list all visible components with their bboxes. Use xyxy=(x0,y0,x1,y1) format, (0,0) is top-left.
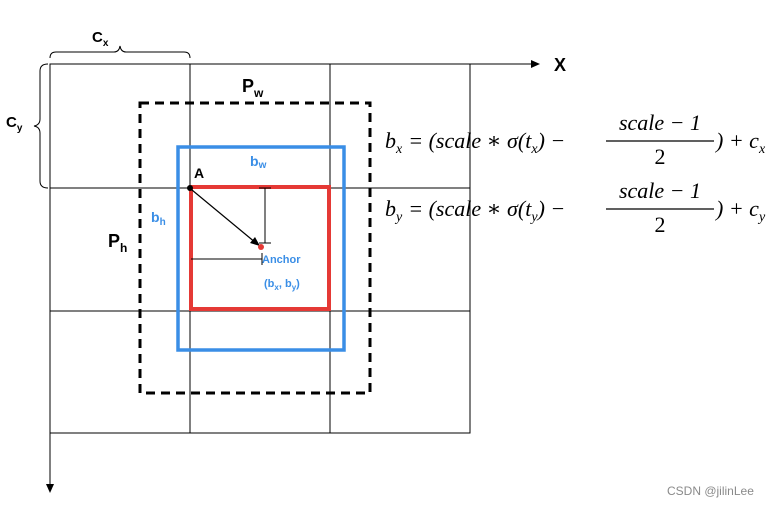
x-axis-label: X xyxy=(554,55,566,75)
cx-label: Cx xyxy=(92,29,109,49)
svg-text:by= (scale ∗ σ(ty) −: by= (scale ∗ σ(ty) − xyxy=(385,196,565,225)
cy-brace xyxy=(33,63,49,189)
by-fraction-numerator: scale − 1 xyxy=(619,178,701,203)
offset-arrow xyxy=(191,189,257,244)
y-axis xyxy=(46,64,54,493)
x-axis xyxy=(50,60,540,68)
anchor-center-dot xyxy=(258,244,264,250)
watermark: CSDN @jilinLee xyxy=(667,484,754,498)
x-axis-arrowhead xyxy=(531,60,540,68)
cx-brace xyxy=(49,45,191,59)
pw-label: Pw xyxy=(242,76,264,100)
offset-arrowhead xyxy=(250,237,260,246)
svg-text:) + cx: ) + cx xyxy=(714,128,766,157)
anchor-coords-label: (bx, by) xyxy=(264,278,300,292)
by-fraction-denominator: 2 xyxy=(655,212,666,237)
formula-by: by= (scale ∗ σ(ty) − scale − 1 2 ) + cy xyxy=(385,178,766,237)
y-axis-arrowhead xyxy=(46,484,54,493)
cy-label: Cy xyxy=(6,114,23,134)
formula-bx: bx= (scale ∗ σ(tx) − scale − 1 2 ) + cx xyxy=(385,110,766,169)
svg-text:bx= (scale ∗ σ(tx) −: bx= (scale ∗ σ(tx) − xyxy=(385,128,565,157)
anchor-label: Anchor xyxy=(262,254,301,266)
point-a-label: A xyxy=(194,165,204,181)
bh-label: bh xyxy=(151,209,166,228)
predicted-box xyxy=(176,145,346,352)
bx-fraction-denominator: 2 xyxy=(655,144,666,169)
bx-fraction-numerator: scale − 1 xyxy=(619,110,701,135)
anchor-box xyxy=(189,185,331,311)
prior-box xyxy=(138,101,372,395)
svg-text:) + cy: ) + cy xyxy=(714,196,766,225)
bw-label: bw xyxy=(250,153,267,171)
ph-label: Ph xyxy=(108,231,127,255)
point-a-dot xyxy=(187,185,193,191)
